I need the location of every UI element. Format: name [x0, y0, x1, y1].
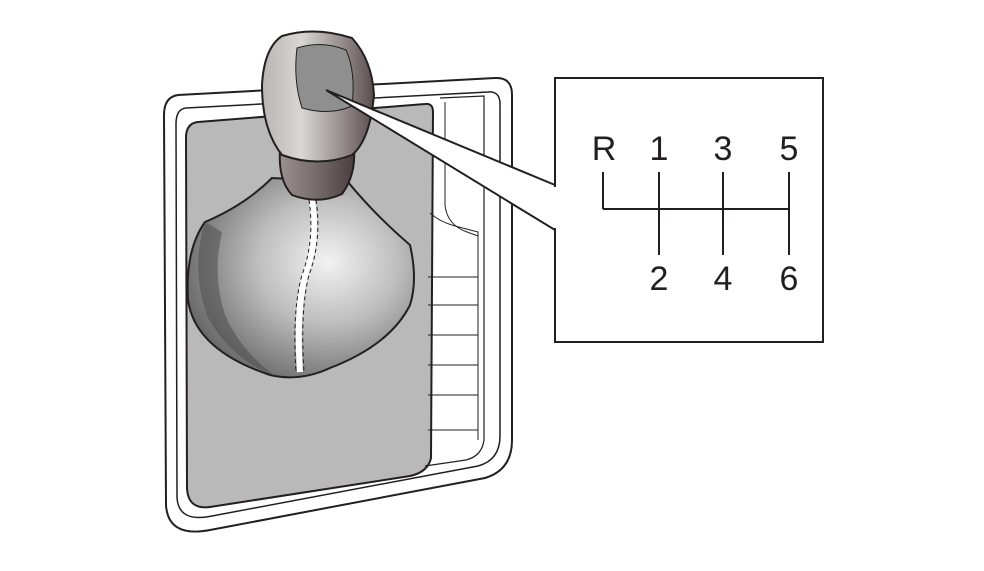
- boot-seam: [295, 199, 317, 373]
- gear-label-3: 3: [714, 130, 733, 168]
- boot-shadow: [198, 222, 275, 376]
- gear-label-1: 1: [650, 130, 669, 168]
- boot-stitch-left: [294, 199, 312, 373]
- knob-base: [278, 146, 356, 201]
- shift-gate: [602, 172, 790, 255]
- console-side-rail: [424, 95, 485, 467]
- gear-label-6: 6: [780, 260, 799, 298]
- gear-label-2: 2: [650, 260, 669, 298]
- gear-label-5: 5: [780, 130, 799, 168]
- console-side-rail-inner-2: [429, 212, 479, 248]
- gear-label-4: 4: [714, 260, 733, 298]
- console-side-rail-inner: [444, 102, 479, 237]
- shift-pattern-callout: R 1 3 5 2 4 6: [553, 77, 824, 343]
- boot-stitch-right: [302, 199, 319, 373]
- gear-label-reverse: R: [592, 130, 617, 168]
